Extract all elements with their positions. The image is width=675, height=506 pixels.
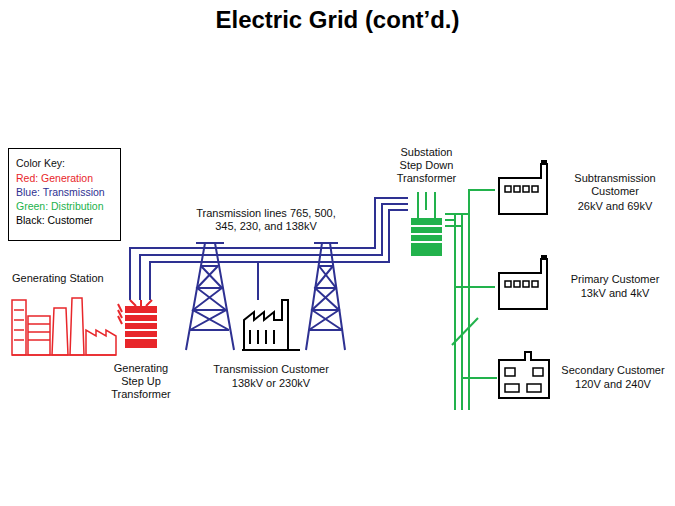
wire (445, 219, 455, 221)
legend-text: Red: Generation (16, 172, 93, 184)
component-icon (122, 300, 160, 350)
component-icon (408, 192, 445, 258)
component-icon (495, 160, 555, 215)
component-icon (495, 255, 555, 315)
component-label: Generating Station (12, 272, 142, 285)
power-line (118, 304, 122, 324)
wire (445, 190, 495, 214)
component-label: 26kV and 69kV (565, 200, 665, 213)
legend-entry: Green: Distribution (16, 200, 104, 213)
grid-component: Generating Step Up Transformer (122, 300, 160, 350)
component-label: Primary Customer (565, 273, 665, 286)
grid-component: Transmission Customer138kV or 230kV (242, 300, 300, 350)
wire (118, 316, 122, 324)
legend-heading: Color Key: (16, 157, 116, 170)
wire (130, 198, 408, 300)
component-label: Generating Step Up Transformer (105, 362, 177, 401)
power-line (130, 198, 408, 300)
component-label: Secondary Customer (557, 364, 669, 377)
component-label: 13kV and 4kV (565, 287, 665, 300)
grid-component: Generating Station (10, 290, 118, 355)
grid-component: Secondary Customer120V and 240V (497, 350, 552, 400)
power-line (445, 190, 495, 214)
grid-component: Primary Customer13kV and 4kV (495, 255, 555, 315)
grid-component: Subtransmission Customer26kV and 69kV (495, 160, 555, 215)
wire (445, 226, 497, 378)
legend-entry: Blue: Transmission (16, 186, 105, 199)
component-label: Transmission Customer (196, 363, 346, 376)
legend-box: Color Key: Red: GenerationBlue: Transmiss… (8, 148, 121, 241)
slide-title: Electric Grid (cont’d.) (0, 6, 675, 34)
power-line (445, 226, 497, 378)
legend-text: Green: Distribution (16, 200, 104, 212)
legend-entry: Black: Customer (16, 214, 93, 227)
transmission-tower (186, 243, 234, 350)
grid-component: Substation Step Down Transformer (408, 192, 445, 258)
wire (462, 286, 495, 288)
wire (455, 220, 462, 287)
transmission-tower (306, 243, 345, 350)
distribution-pole (452, 215, 478, 410)
component-icon (242, 300, 300, 350)
component-label: 120V and 240V (557, 378, 669, 391)
legend-text: Blue: Transmission (16, 186, 105, 198)
component-label: 138kV or 230kV (196, 377, 346, 390)
wire (140, 204, 408, 300)
power-line (445, 220, 495, 287)
component-icon (10, 290, 118, 355)
wire (150, 262, 258, 300)
component-label: Substation Step Down Transformer (388, 146, 465, 185)
legend-text: Black: Customer (16, 214, 93, 226)
line-label: Transmission lines 765, 500, 345, 230, a… (186, 207, 346, 233)
legend-entry: Red: Generation (16, 172, 93, 185)
power-line (150, 262, 258, 300)
component-icon (497, 350, 552, 400)
component-label: Subtransmission Customer (565, 172, 665, 198)
